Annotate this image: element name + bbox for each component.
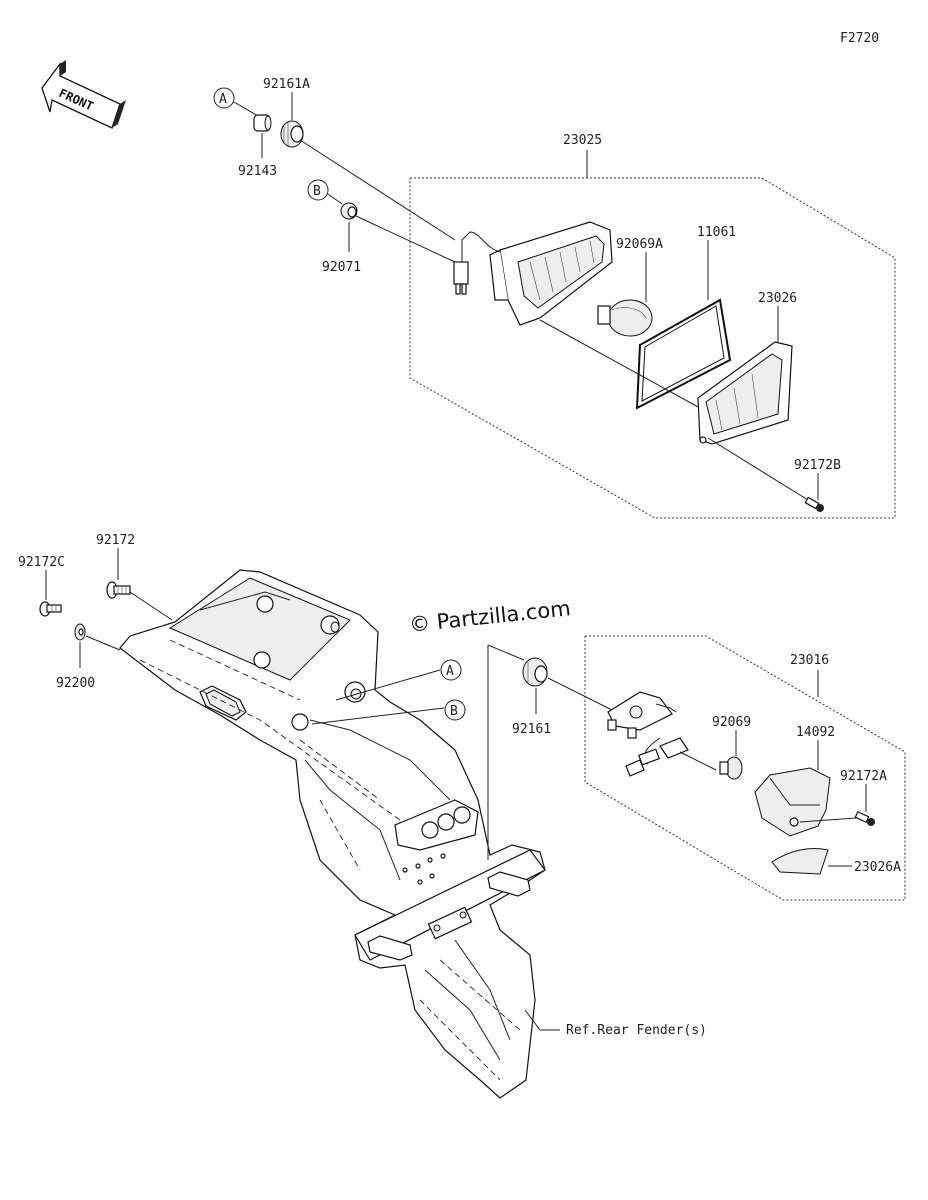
part-label-23026[interactable]: 23026: [758, 291, 797, 306]
part-label-23025[interactable]: 23025: [563, 133, 602, 148]
watermark: © Partzilla.com: [408, 596, 572, 637]
svg-text:A: A: [219, 92, 227, 107]
assembly-23025-outline: [409, 177, 896, 519]
part-92161-grommet: [522, 657, 548, 687]
part-label-92071[interactable]: 92071: [322, 260, 361, 275]
part-label-92069A[interactable]: 92069A: [616, 237, 663, 252]
diagram-code: F2720: [840, 31, 879, 46]
part-92172A-screw: [854, 810, 875, 826]
part-23025-tail-lamp-housing: [453, 221, 613, 326]
svg-text:B: B: [450, 704, 458, 719]
assembly-23016-outline: [584, 635, 906, 901]
part-23026-lens: [697, 341, 793, 445]
part-92172B-screw: [804, 496, 824, 512]
part-11061-gasket: [635, 298, 732, 410]
part-92069-bulb: [719, 756, 743, 780]
ref-marker-a-top[interactable]: A: [213, 87, 235, 109]
part-23026A-reflector: [771, 848, 829, 875]
rear-fender-tail-assembly: [119, 569, 546, 1099]
part-label-92161A[interactable]: 92161A: [263, 77, 310, 92]
ref-marker-a-bottom[interactable]: A: [440, 659, 462, 681]
socket-wire-harness: [607, 691, 689, 777]
part-label-92172B[interactable]: 92172B: [794, 458, 841, 473]
part-label-23016[interactable]: 23016: [790, 653, 829, 668]
part-92172-screw: [106, 581, 131, 599]
part-label-11061[interactable]: 11061: [697, 225, 736, 240]
part-14092-lens: [754, 767, 831, 837]
part-92143-collar: [253, 114, 272, 132]
part-label-92069[interactable]: 92069: [712, 715, 751, 730]
reference-note-rear-fender[interactable]: Ref.Rear Fender(s): [566, 1023, 707, 1038]
part-92161A-grommet: [280, 120, 304, 148]
part-label-92200[interactable]: 92200: [56, 676, 95, 691]
front-direction-arrow-icon: FRONT: [41, 60, 126, 129]
ref-marker-b-bottom[interactable]: B: [444, 699, 466, 721]
svg-text:B: B: [313, 184, 321, 199]
part-92172C-screw: [39, 601, 62, 617]
part-label-14092[interactable]: 14092: [796, 725, 835, 740]
part-92200-washer: [74, 623, 86, 641]
part-label-23026A[interactable]: 23026A: [854, 860, 901, 875]
ref-marker-b-top[interactable]: B: [307, 179, 329, 201]
svg-text:A: A: [446, 664, 454, 679]
part-label-92172C[interactable]: 92172C: [18, 555, 65, 570]
part-label-92143[interactable]: 92143: [238, 164, 277, 179]
part-92071-cap: [340, 202, 358, 220]
part-label-92172[interactable]: 92172: [96, 533, 135, 548]
part-label-92161[interactable]: 92161: [512, 722, 551, 737]
part-label-92172A[interactable]: 92172A: [840, 769, 887, 784]
part-92069A-bulb: [597, 299, 653, 337]
